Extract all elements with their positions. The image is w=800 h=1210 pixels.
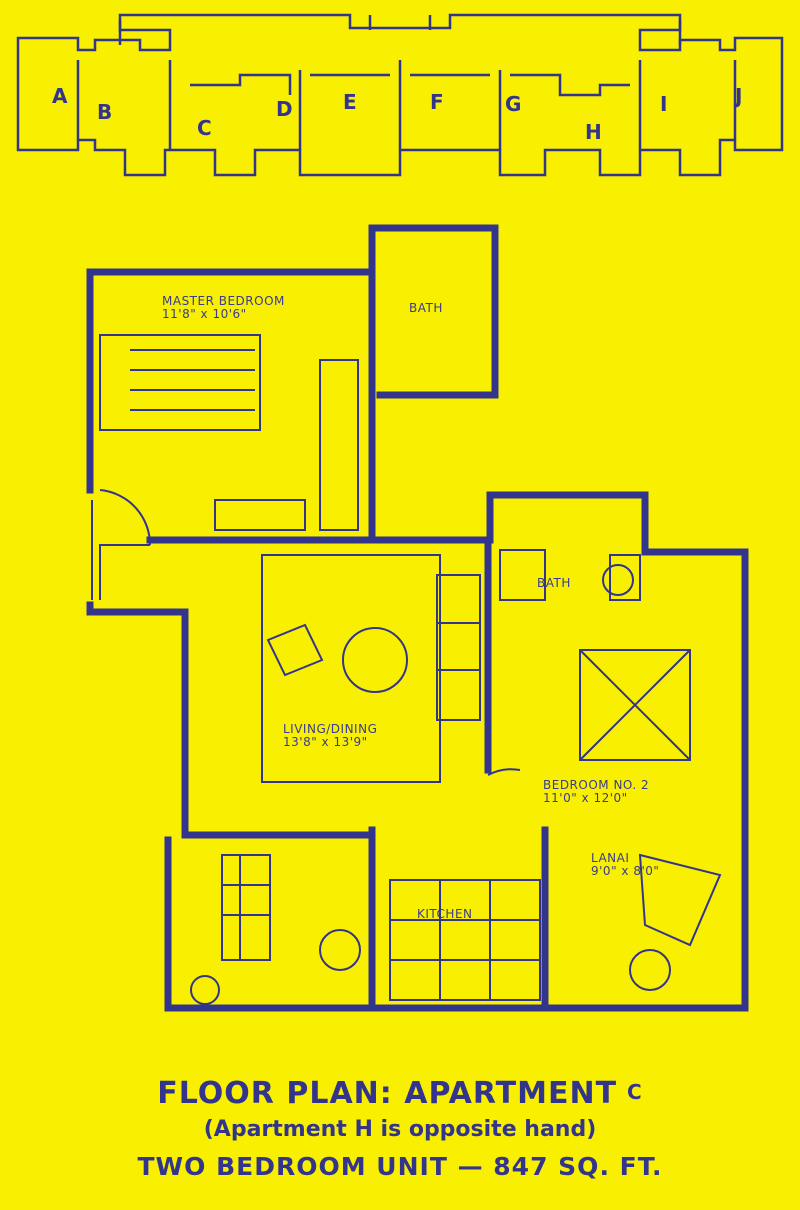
- room-kitchen: KITCHEN: [417, 907, 473, 921]
- room-size: 13'8" x 13'9": [283, 735, 368, 749]
- site-unit-b: B: [97, 100, 113, 124]
- site-unit-f: F: [430, 90, 444, 114]
- room-living-dining: LIVING/DINING 13'8" x 13'9": [283, 723, 377, 749]
- room-master-bedroom: MASTER BEDROOM 11'8" x 10'6": [162, 295, 285, 321]
- room-name: LANAI: [591, 851, 630, 865]
- site-unit-i: I: [660, 92, 668, 116]
- room-lanai: LANAI 9'0" x 8'0": [591, 852, 659, 878]
- plan-summary: TWO BEDROOM UNIT — 847 SQ. FT.: [137, 1152, 663, 1181]
- walls: [86, 224, 749, 1012]
- interior-lines: [91, 334, 745, 1011]
- plan-title-unit: C: [627, 1080, 643, 1104]
- room-name: LIVING/DINING: [283, 722, 378, 736]
- site-unit-j: J: [735, 84, 743, 108]
- room-name: BEDROOM NO. 2: [543, 778, 650, 792]
- room-size: 11'8" x 10'6": [162, 307, 247, 321]
- room-size: 11'0" x 12'0": [543, 791, 628, 805]
- site-unit-g: G: [505, 92, 522, 116]
- plan-subtitle: (Apartment H is opposite hand): [203, 1117, 597, 1142]
- plan-title: FLOOR PLAN: APARTMENT C: [0, 1076, 800, 1111]
- room-bedroom-2: BEDROOM NO. 2 11'0" x 12'0": [543, 779, 649, 805]
- room-size: 9'0" x 8'0": [591, 864, 660, 878]
- site-unit-h: H: [585, 120, 602, 144]
- room-bath-2: BATH: [537, 576, 571, 590]
- site-unit-c: C: [197, 116, 212, 140]
- site-unit-a: A: [52, 84, 68, 108]
- site-unit-e: E: [343, 90, 357, 114]
- plan-title-text: FLOOR PLAN: APARTMENT: [157, 1076, 618, 1111]
- site-plan: [16, 13, 784, 177]
- site-unit-d: D: [276, 97, 293, 121]
- room-name: MASTER BEDROOM: [162, 294, 285, 308]
- room-master-bath: BATH: [409, 301, 443, 315]
